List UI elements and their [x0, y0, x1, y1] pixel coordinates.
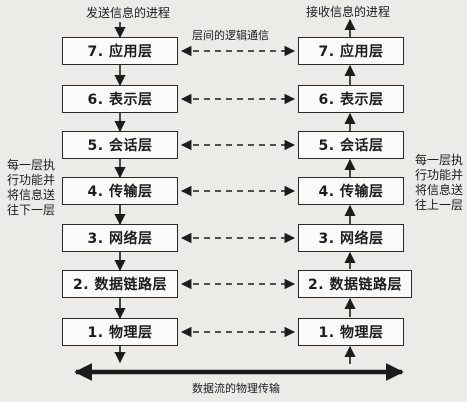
left-note-line: 行功能并 — [6, 173, 55, 187]
send-process-title: 发送信息的进程 — [86, 6, 171, 20]
receive-layer-1-box: 1. 物理层 — [298, 318, 404, 346]
right-note-line: 将信息送 — [414, 183, 463, 197]
send-layer-1-box: 1. 物理层 — [62, 318, 178, 346]
left-note-line: 将信息送 — [6, 188, 55, 202]
send-layer-3-box: 3. 网络层 — [62, 224, 178, 252]
right-note-line: 往上一层 — [414, 198, 463, 212]
send-layer-5-box: 5. 会话层 — [62, 131, 178, 159]
send-layer-6-box: 6. 表示层 — [62, 85, 178, 113]
send-layer-2-box: 2. 数据链路层 — [62, 270, 178, 298]
physical-transmission-label: 数据流的物理传输 — [192, 382, 280, 395]
send-layer-7-box: 7. 应用层 — [62, 37, 178, 65]
receive-layer-2-box: 2. 数据链路层 — [298, 270, 412, 298]
logical-communication-label: 层间的逻辑通信 — [192, 29, 269, 42]
left-side-note: 每一层执 行功能并 将信息送 往下一层 — [4, 158, 58, 218]
receive-layer-3-box: 3. 网络层 — [298, 224, 404, 252]
receive-layer-6-box: 6. 表示层 — [298, 85, 404, 113]
receive-layer-7-box: 7. 应用层 — [298, 37, 404, 65]
receive-layer-4-box: 4. 传输层 — [298, 177, 404, 205]
left-note-line: 每一层执 — [6, 158, 55, 172]
right-note-line: 行功能并 — [414, 168, 463, 182]
right-note-line: 每一层执 — [414, 153, 463, 167]
receive-layer-5-box: 5. 会话层 — [298, 131, 404, 159]
send-layer-4-box: 4. 传输层 — [62, 177, 178, 205]
right-side-note: 每一层执 行功能并 将信息送 往上一层 — [412, 153, 466, 213]
left-note-line: 往下一层 — [6, 203, 55, 217]
receive-process-title: 接收信息的进程 — [306, 5, 391, 19]
